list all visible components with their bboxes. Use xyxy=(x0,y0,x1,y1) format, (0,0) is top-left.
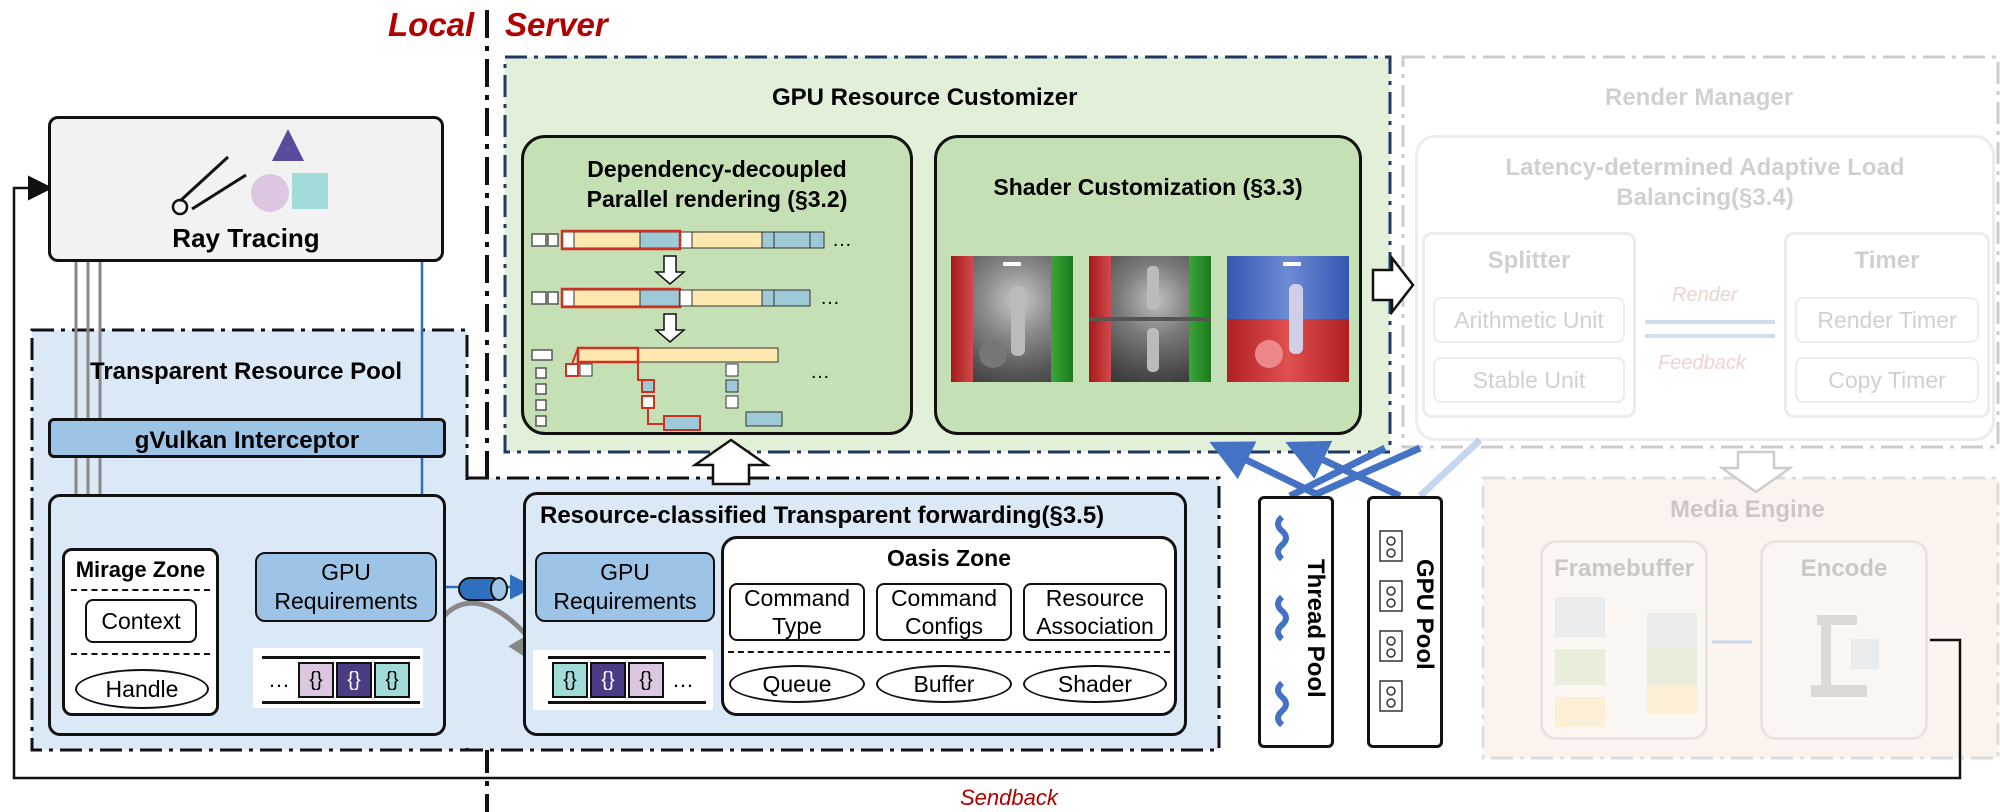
parallel-rendering-box: Dependency-decoupled Parallel rendering … xyxy=(521,135,913,435)
server-gpu-requirements: GPU Requirements xyxy=(535,552,715,622)
server-queue-token-2: {} xyxy=(590,662,626,698)
server-queue-token-3: {} xyxy=(628,662,664,698)
handle-item: Handle xyxy=(75,669,209,709)
shader-customization-box: Shader Customization (§3.3) xyxy=(934,135,1362,435)
gpu-customizer-title: GPU Resource Customizer xyxy=(772,84,1078,111)
arithmetic-unit: Arithmetic Unit xyxy=(1433,297,1625,343)
queue-token-3: {} xyxy=(374,662,410,698)
thread-pool-label: Thread Pool xyxy=(1302,559,1329,698)
framebuffer-tiles-icon xyxy=(1555,597,1697,727)
timer-box: Timer Render Timer Copy Timer xyxy=(1784,232,1990,418)
thread-wave-icon xyxy=(1275,514,1289,728)
gpu-pool-label: GPU Pool xyxy=(1411,559,1438,670)
gpu-pool: GPU Pool xyxy=(1367,496,1443,748)
queue-item: Queue xyxy=(729,665,865,703)
ray-tracing-box: Ray Tracing xyxy=(48,116,444,262)
context-item: Context xyxy=(85,599,197,643)
server-queue-token-1: {} xyxy=(552,662,588,698)
mirage-zone: Mirage Zone Context Handle xyxy=(62,548,219,716)
encode-clamp-icon xyxy=(1811,615,1879,697)
shader-render-image-3 xyxy=(1227,256,1349,382)
parallel-timeline-diagram: … … … xyxy=(531,229,852,431)
load-balancing-box: Latency-determined Adaptive Load Balanci… xyxy=(1415,135,1995,441)
buffer-item: Buffer xyxy=(876,665,1012,703)
transparent-resource-pool-title: Transparent Resource Pool xyxy=(90,358,403,385)
svg-text:…: … xyxy=(832,229,852,251)
svg-text:…: … xyxy=(810,361,830,383)
encode-box: Encode xyxy=(1760,540,1928,740)
feedback-flow-label: Feedback xyxy=(1658,352,1746,374)
copy-timer: Copy Timer xyxy=(1795,357,1979,403)
gpu-card-icons xyxy=(1379,530,1403,712)
forwarding-title: Resource-classified Transparent forwardi… xyxy=(540,502,1105,529)
resource-association-item: Resource Association xyxy=(1023,583,1167,641)
gvulkan-interceptor: gVulkan Interceptor xyxy=(48,418,446,458)
shader-render-image-2 xyxy=(1089,256,1211,382)
pipe-connector-icon xyxy=(458,577,508,601)
oasis-zone: Oasis Zone Command Type Command Configs … xyxy=(721,536,1177,716)
queue-token-1: {} xyxy=(298,662,334,698)
server-label: Server xyxy=(505,6,608,43)
render-timer: Render Timer xyxy=(1795,297,1979,343)
local-command-queue: … {} {} {} xyxy=(262,656,420,704)
svg-text:…: … xyxy=(820,287,840,309)
shader-item: Shader xyxy=(1023,665,1167,703)
shader-render-image-1 xyxy=(951,256,1073,382)
media-engine-title: Media Engine xyxy=(1670,496,1825,523)
server-command-queue: {} {} {} … xyxy=(548,656,706,704)
sendback-label: Sendback xyxy=(960,785,1058,810)
render-flow-label: Render xyxy=(1672,284,1738,306)
ray-tracing-scene-icon xyxy=(171,129,328,216)
local-label: Local xyxy=(388,6,475,43)
stable-unit: Stable Unit xyxy=(1433,357,1625,403)
queue-token-2: {} xyxy=(336,662,372,698)
command-type-item: Command Type xyxy=(729,583,865,641)
framebuffer-box: Framebuffer xyxy=(1540,540,1708,740)
ray-tracing-title: Ray Tracing xyxy=(172,223,320,253)
splitter-box: Splitter Arithmetic Unit Stable Unit xyxy=(1422,232,1636,418)
local-gpu-requirements: GPU Requirements xyxy=(255,552,437,622)
thread-pool: Thread Pool xyxy=(1258,496,1334,748)
command-configs-item: Command Configs xyxy=(876,583,1012,641)
render-manager-title: Render Manager xyxy=(1605,84,1794,111)
